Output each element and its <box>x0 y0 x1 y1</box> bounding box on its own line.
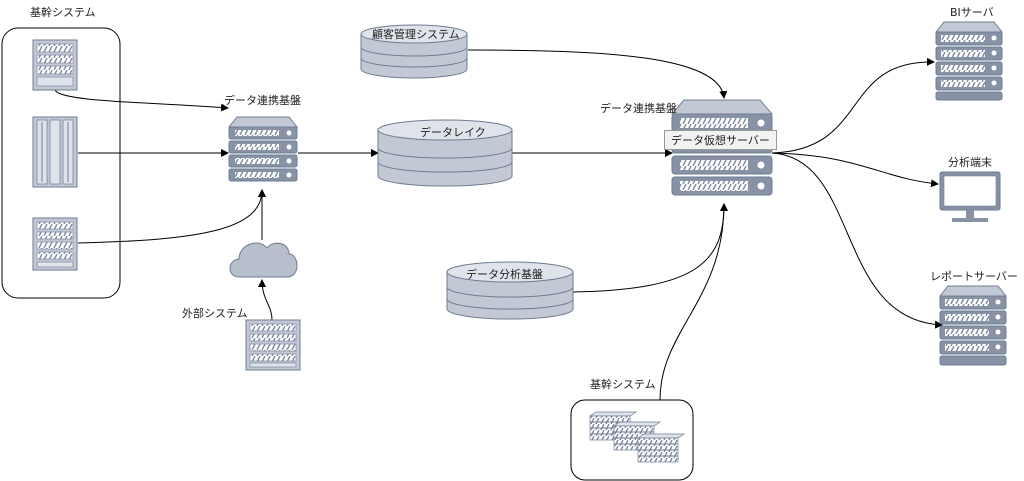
label-kaso-server: データ仮想サーバー <box>664 130 777 150</box>
database-cylinder-icon[interactable] <box>360 24 468 79</box>
blade-server-icon[interactable] <box>32 116 78 188</box>
edge-right-bi <box>771 57 935 154</box>
server-rack-icon[interactable] <box>934 21 1004 101</box>
edge-bunseki-right <box>572 203 728 293</box>
edges <box>54 49 943 401</box>
cloud-icon[interactable] <box>229 242 298 278</box>
server-rack-icon[interactable] <box>227 116 299 182</box>
edge-gaibu-cloud <box>258 279 273 321</box>
server-rack-icon[interactable] <box>32 39 78 91</box>
label-kikan-bottom: 基幹システム <box>590 378 656 391</box>
edge-right-tanmatsu <box>771 152 939 188</box>
label-report-server: レポートサーバー <box>930 270 1018 283</box>
label-kikan-top: 基幹システム <box>30 6 96 19</box>
database-cylinder-icon[interactable] <box>446 261 574 320</box>
edge-right-report <box>771 152 943 329</box>
label-bi-server: BIサーバ <box>950 6 994 19</box>
label-bunseki-kiban: データ分析基盤 <box>466 268 543 281</box>
group-kikan-top <box>1 27 121 299</box>
label-gaibu: 外部システム <box>182 307 248 320</box>
edge-server3-renkei <box>77 189 266 244</box>
label-bunseki-tanmatsu: 分析端末 <box>948 156 992 169</box>
monitor-icon[interactable] <box>939 171 1001 222</box>
edge-server1-renkei <box>54 89 229 112</box>
label-kokyaku: 顧客管理システム <box>372 28 460 41</box>
server-rack-icon[interactable] <box>32 217 78 271</box>
database-cylinder-icon[interactable] <box>377 119 513 187</box>
group-kikan-bottom <box>570 399 694 481</box>
edge-kokyaku-right <box>467 49 728 99</box>
server-farm-icon[interactable] <box>588 411 686 463</box>
server-rack-icon[interactable] <box>245 319 301 371</box>
label-datalake: データレイク <box>420 126 486 139</box>
server-rack-icon[interactable] <box>938 285 1008 366</box>
label-renkei-left: データ連携基盤 <box>224 94 301 107</box>
edge-kikan-right <box>659 203 728 401</box>
label-renkei-right: データ連携基盤 <box>600 102 677 115</box>
